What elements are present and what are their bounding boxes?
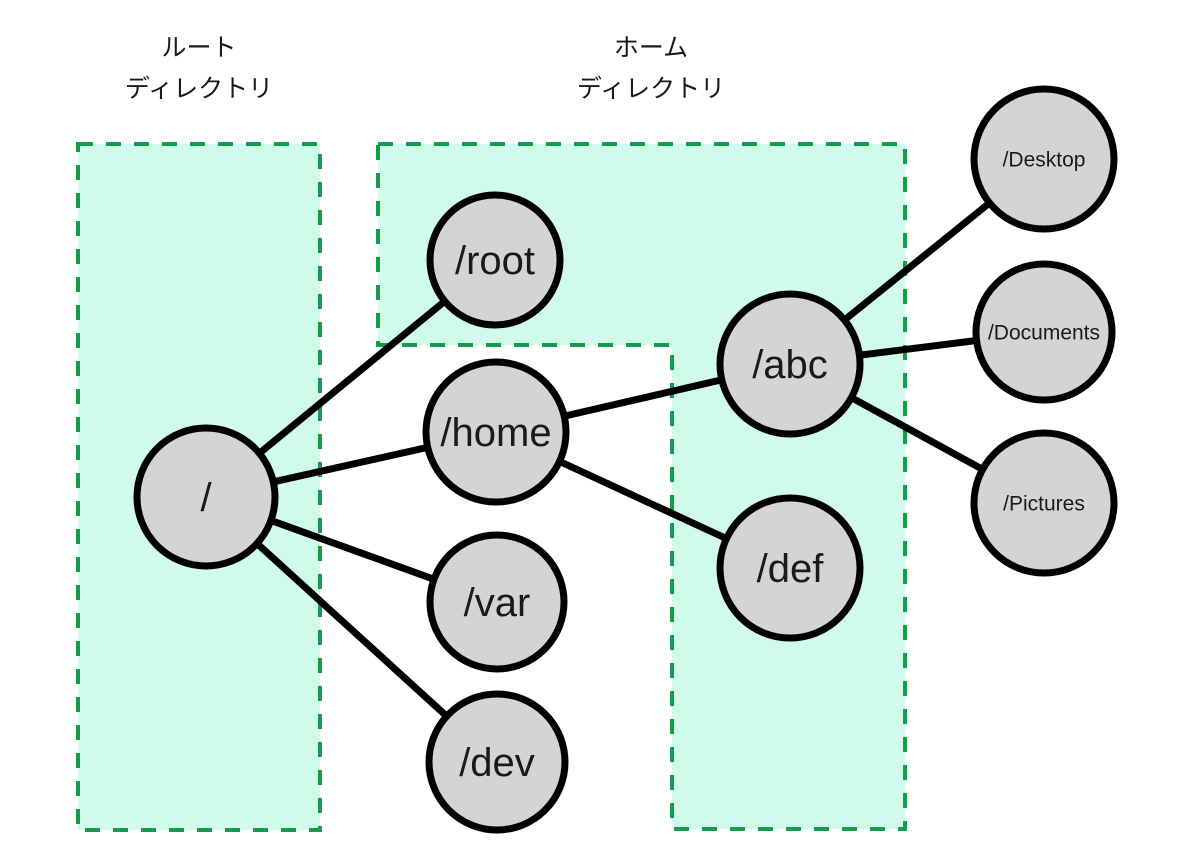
node-dev-label: /dev <box>459 741 535 785</box>
node-root[interactable]: / <box>133 424 279 570</box>
node-home-circle[interactable] <box>422 358 570 506</box>
edge-abc-to-desktop <box>839 198 995 325</box>
node-documents[interactable]: /Documents <box>972 260 1116 404</box>
node-root-label: / <box>200 476 212 520</box>
edge-root-to-var <box>266 516 438 584</box>
edge-abc-to-documents <box>856 336 980 360</box>
node-home-label: /home <box>440 411 551 455</box>
edge-abc-to-pictures <box>847 393 987 474</box>
node-abc-label: /abc <box>752 343 828 387</box>
node-def-circle[interactable] <box>716 494 864 642</box>
node-def-label: /def <box>757 547 825 591</box>
node-var[interactable]: /var <box>426 531 568 673</box>
node-home[interactable]: /home <box>422 358 570 506</box>
node-root-dir-circle[interactable] <box>426 191 564 329</box>
node-def[interactable]: /def <box>716 494 864 642</box>
edge-home-to-abc <box>560 375 726 421</box>
node-dev-circle[interactable] <box>425 690 569 834</box>
node-pictures-circle[interactable] <box>970 429 1118 577</box>
node-root-dir-label: /root <box>455 239 535 283</box>
node-abc-circle[interactable] <box>716 290 864 438</box>
node-dev[interactable]: /dev <box>425 690 569 834</box>
home-directory-group-caption: ホーム ディレクトリ <box>576 34 726 103</box>
node-pictures[interactable]: /Pictures <box>970 429 1118 577</box>
directory-nodes: / /root/home/var/dev/abc/def/Desktop/Docu… <box>133 85 1118 834</box>
node-root-circle[interactable] <box>133 424 279 570</box>
node-desktop-circle[interactable] <box>970 85 1118 233</box>
edge-lines <box>252 198 995 721</box>
node-var-label: /var <box>464 581 531 625</box>
edge-root-to-home <box>269 443 432 486</box>
root-directory-group-border <box>76 142 322 832</box>
node-desktop[interactable]: /Desktop <box>970 85 1118 233</box>
edge-home-to-def <box>555 456 731 544</box>
node-var-circle[interactable] <box>426 531 568 673</box>
node-root-dir[interactable]: /root <box>426 191 564 329</box>
home-directory-group-border <box>376 142 907 831</box>
edge-root-to-dev <box>252 538 452 721</box>
node-desktop-label: /Desktop <box>1003 149 1086 172</box>
root-directory-group-caption: ルート ディレクトリ <box>124 34 274 103</box>
node-documents-label: /Documents <box>988 322 1100 345</box>
group-region-borders <box>76 142 907 832</box>
node-pictures-label: /Pictures <box>1003 493 1085 516</box>
node-abc[interactable]: /abc <box>716 290 864 438</box>
node-documents-circle[interactable] <box>972 260 1116 404</box>
edge-root-to-root-dir <box>254 296 450 458</box>
